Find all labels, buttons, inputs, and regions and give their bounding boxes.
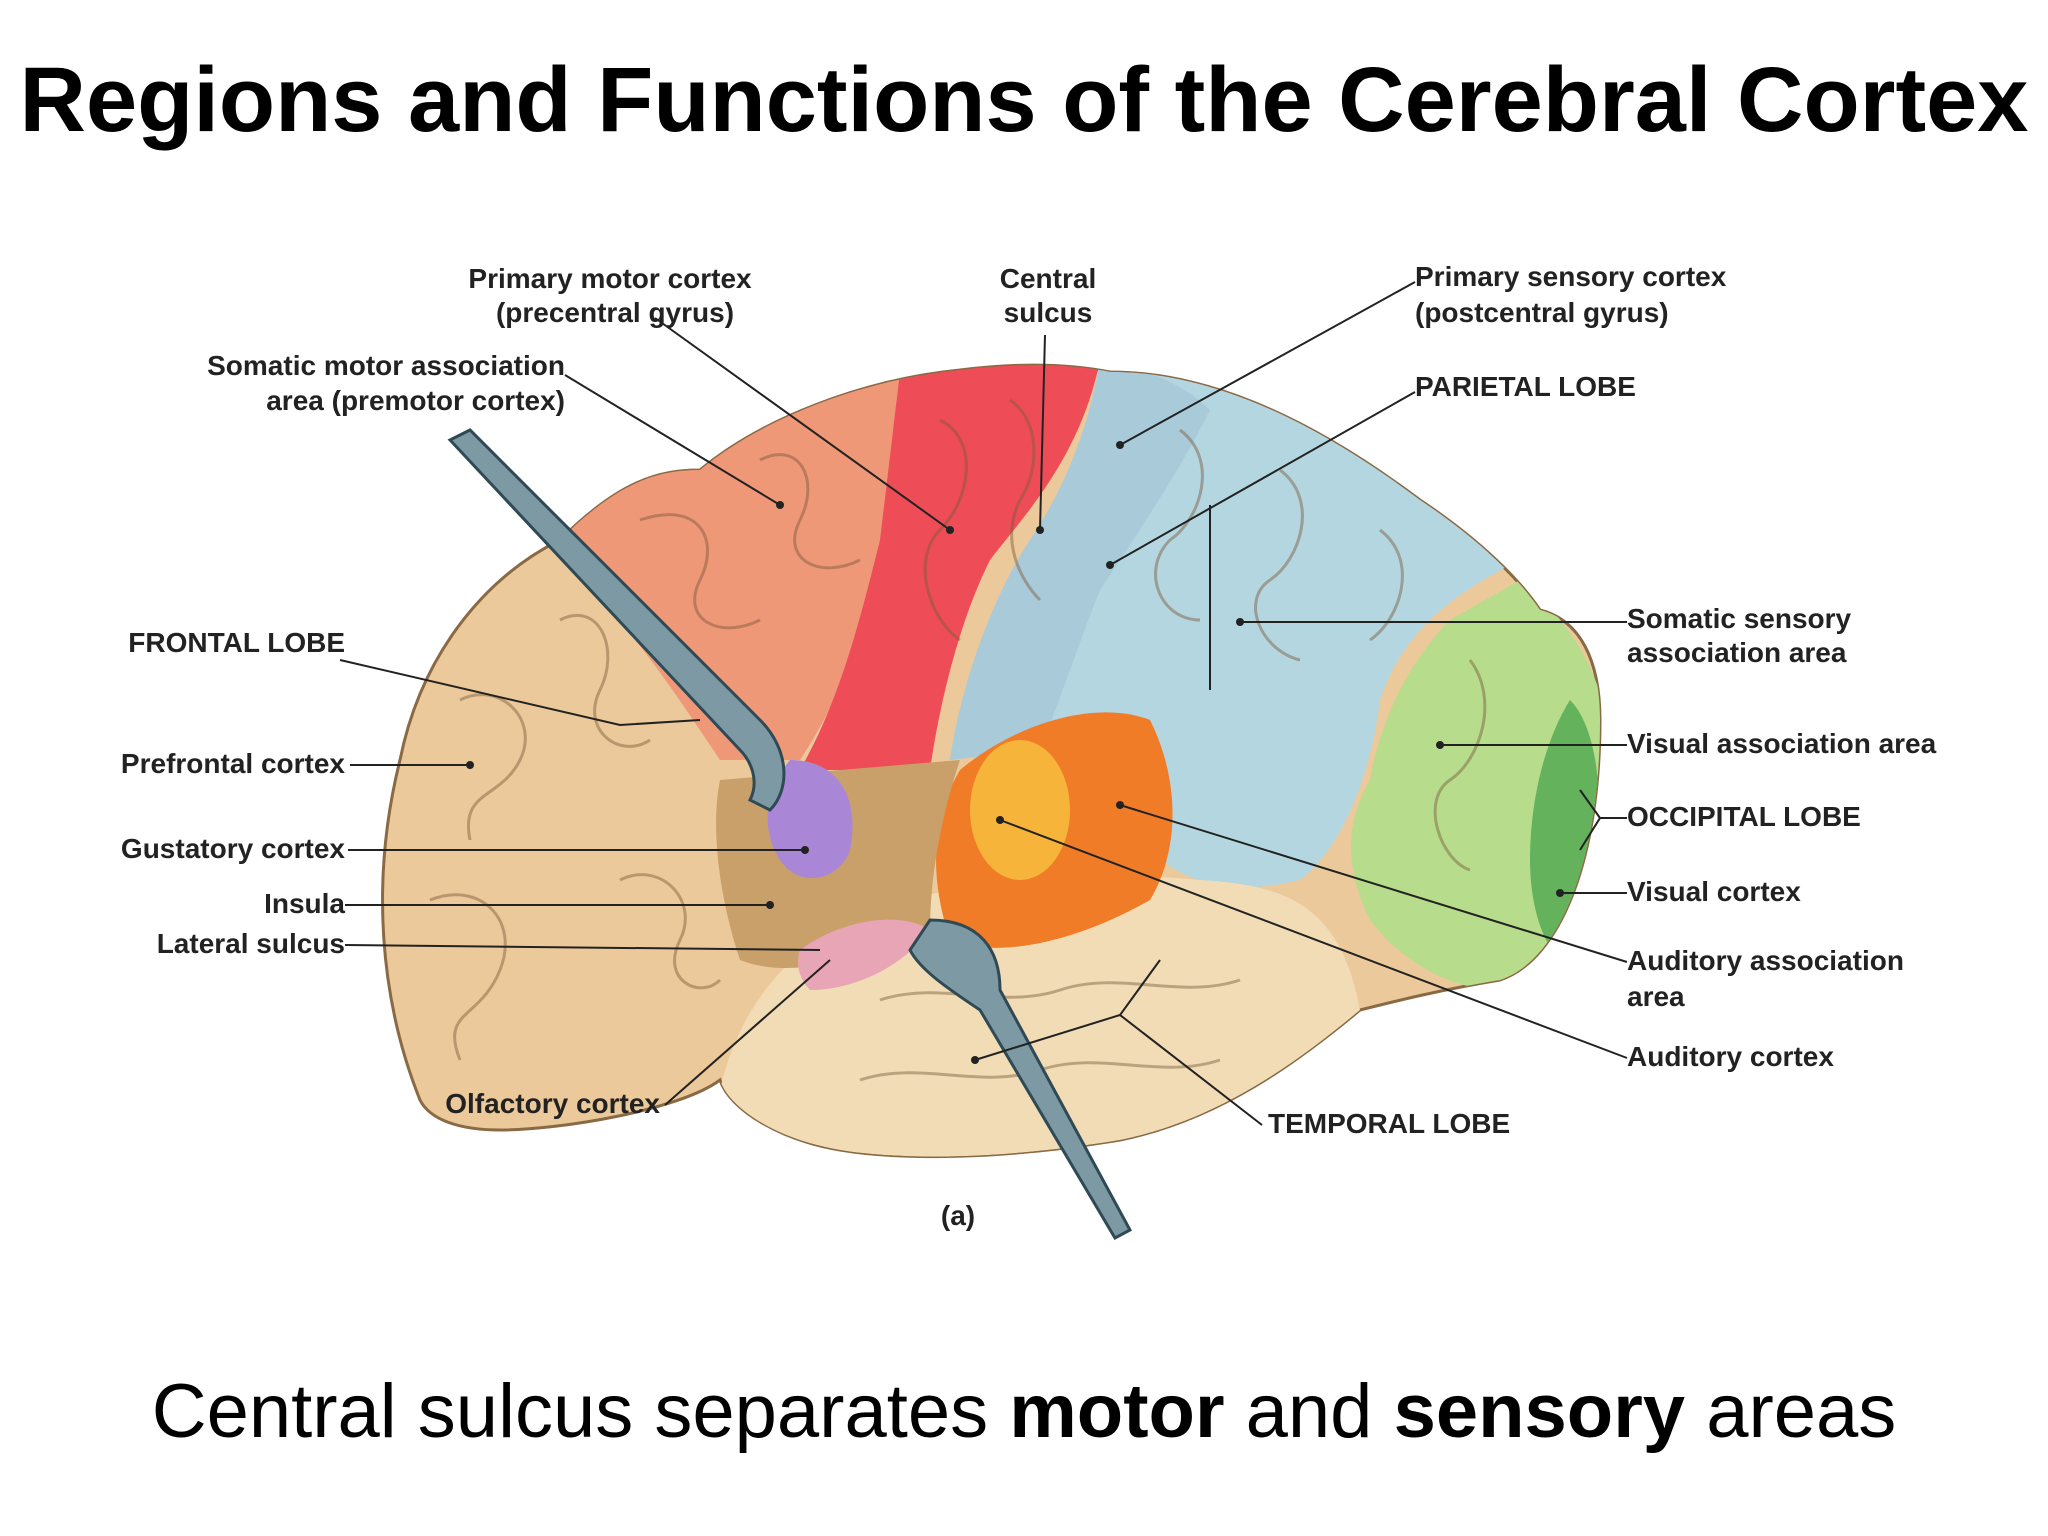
label-visual-cortex: Visual cortex [1627, 876, 1801, 907]
caption-part2: and [1224, 1369, 1394, 1454]
label-somatic-motor-line1: Somatic motor association [207, 350, 565, 381]
caption-bold-sensory: sensory [1393, 1369, 1686, 1454]
label-visual-association: Visual association area [1627, 728, 1937, 759]
label-primary-sensory-line2: (postcentral gyrus) [1415, 297, 1669, 328]
label-somatic-sensory-line1: Somatic sensory [1627, 603, 1852, 634]
label-primary-motor-line2: (precentral gyrus) [496, 297, 734, 328]
label-occipital-lobe: OCCIPITAL LOBE [1627, 801, 1861, 832]
label-insula: Insula [264, 888, 345, 919]
auditory-cortex-region [970, 740, 1070, 880]
primary-motor-region [800, 365, 1100, 770]
caption-bold-motor: motor [1009, 1369, 1225, 1454]
label-frontal-lobe: FRONTAL LOBE [128, 627, 345, 658]
label-auditory-association-line1: Auditory association [1627, 945, 1904, 976]
gustatory-region [767, 760, 853, 879]
label-temporal-lobe: TEMPORAL LOBE [1268, 1108, 1510, 1139]
page-title: Regions and Functions of the Cerebral Co… [19, 49, 2029, 151]
label-primary-sensory-line1: Primary sensory cortex [1415, 261, 1727, 292]
label-central-sulcus-line1: Central [1000, 263, 1096, 294]
leader-lines [339, 281, 1628, 1126]
caption-part3: areas [1685, 1369, 1897, 1454]
olfactory-region [798, 919, 930, 990]
brain-illustration [381, 363, 1602, 1240]
label-primary-motor-line1: Primary motor cortex [468, 263, 752, 294]
figure-label: (a) [941, 1200, 975, 1231]
primary-sensory-region [950, 365, 1210, 760]
label-gustatory: Gustatory cortex [121, 833, 345, 864]
label-somatic-motor-line2: area (premotor cortex) [266, 385, 565, 416]
label-parietal-lobe: PARIETAL LOBE [1415, 371, 1636, 402]
dissection-probes [447, 428, 1133, 1240]
label-somatic-sensory-line2: association area [1627, 637, 1847, 668]
label-auditory-cortex: Auditory cortex [1627, 1041, 1834, 1072]
label-auditory-association-line2: area [1627, 981, 1685, 1012]
caption-part1: Central sulcus separates [151, 1369, 1010, 1454]
label-olfactory: Olfactory cortex [445, 1088, 660, 1119]
label-central-sulcus-line2: sulcus [1004, 297, 1093, 328]
caption: Central sulcus separates motor and senso… [0, 1368, 2048, 1455]
label-lateral-sulcus: Lateral sulcus [157, 928, 345, 959]
gyri-texture [429, 398, 1487, 1082]
label-prefrontal: Prefrontal cortex [121, 748, 345, 779]
